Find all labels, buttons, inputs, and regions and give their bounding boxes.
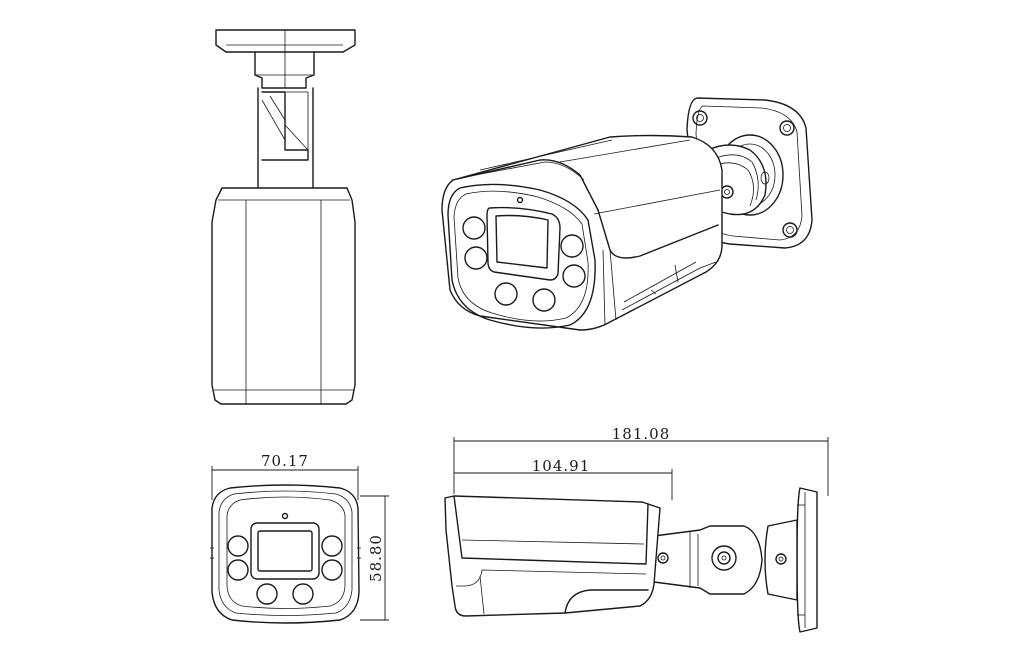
side-joint xyxy=(711,545,737,571)
side-arm xyxy=(653,525,763,595)
iso-screw-hole xyxy=(779,120,795,136)
side-camera-body xyxy=(444,495,661,617)
dim-body-length: 104.91 xyxy=(532,457,591,475)
top-view xyxy=(211,29,356,405)
iso-sensor-dot xyxy=(516,196,524,204)
iso-led xyxy=(560,234,584,258)
front-view: 70.17 58.80 xyxy=(210,452,389,624)
front-led xyxy=(227,535,249,557)
isometric-view xyxy=(441,97,813,331)
dim-total-length: 181.08 xyxy=(612,425,671,443)
iso-camera-body xyxy=(441,134,723,331)
front-view-body xyxy=(211,484,360,624)
top-view-neck xyxy=(254,51,315,89)
iso-led xyxy=(494,282,518,306)
dim-front-height: 58.80 xyxy=(367,534,385,582)
side-mount-base xyxy=(764,519,798,601)
side-view: 181.08 104.91 xyxy=(444,425,829,633)
top-view-body xyxy=(211,187,356,405)
front-sensor-dot xyxy=(281,512,289,520)
top-view-mount-plate xyxy=(215,29,356,53)
front-led xyxy=(256,583,278,605)
dim-front-width: 70.17 xyxy=(261,452,309,470)
front-led xyxy=(292,583,314,605)
iso-front-bezel xyxy=(447,183,596,329)
iso-screw-hole xyxy=(782,222,798,238)
front-lens-window xyxy=(257,530,313,572)
iso-screw-hole xyxy=(692,110,708,126)
front-led xyxy=(321,559,343,581)
iso-led xyxy=(532,288,556,312)
side-wall-plate xyxy=(796,487,818,633)
front-led xyxy=(321,535,343,557)
front-led xyxy=(227,559,249,581)
iso-led xyxy=(464,246,488,270)
front-lens-housing xyxy=(250,522,320,580)
iso-led xyxy=(462,216,486,240)
iso-lens-window xyxy=(486,206,561,281)
top-view-arm xyxy=(257,87,314,189)
iso-led xyxy=(562,264,586,288)
